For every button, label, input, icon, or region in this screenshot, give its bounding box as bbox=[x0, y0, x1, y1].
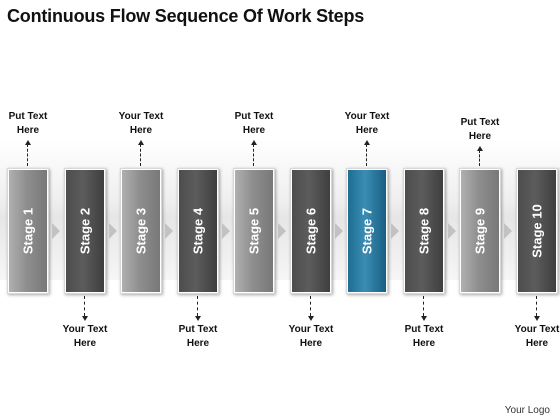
chevron-right-icon bbox=[278, 223, 286, 239]
connector-line bbox=[27, 144, 28, 166]
arrow-up-icon bbox=[25, 140, 31, 145]
arrow-up-icon bbox=[477, 146, 483, 151]
stage-label: Stage 10 bbox=[529, 204, 545, 258]
connector-line bbox=[84, 296, 85, 316]
page-title: Continuous Flow Sequence Of Work Steps bbox=[7, 6, 365, 26]
arrow-up-icon bbox=[364, 140, 370, 145]
chevron-right-icon bbox=[222, 223, 230, 239]
chevron-right-icon bbox=[52, 223, 60, 239]
arrow-down-icon bbox=[308, 316, 314, 321]
arrow-down-icon bbox=[421, 316, 427, 321]
caption-line: Here bbox=[186, 338, 210, 349]
stage-label: Stage 1 bbox=[20, 207, 36, 255]
arrow-up-icon bbox=[138, 140, 144, 145]
chevron-right-icon bbox=[165, 223, 173, 239]
stage-box-9: Stage 9 bbox=[459, 168, 501, 294]
connector-line bbox=[366, 144, 367, 166]
connector-line bbox=[310, 296, 311, 316]
connector-line bbox=[423, 296, 424, 316]
connector-line bbox=[536, 296, 537, 316]
stage-box-8: Stage 8 bbox=[403, 168, 445, 294]
stage-box-2: Stage 2 bbox=[64, 168, 106, 294]
caption-line: Here bbox=[525, 338, 549, 349]
caption-line: Here bbox=[355, 125, 379, 136]
chevron-right-icon bbox=[335, 223, 343, 239]
stage-box-1: Stage 1 bbox=[7, 168, 49, 294]
arrow-up-icon bbox=[251, 140, 257, 145]
connector-line bbox=[253, 144, 254, 166]
caption-line: Your Text bbox=[514, 324, 560, 335]
chevron-right-icon bbox=[109, 223, 117, 239]
caption-line: Put Text bbox=[404, 324, 444, 335]
caption-line: Put Text bbox=[460, 117, 500, 128]
caption-line: Your Text bbox=[118, 111, 164, 122]
caption-line: Your Text bbox=[62, 324, 108, 335]
connector-line bbox=[479, 150, 480, 166]
stage-box-7: Stage 7 bbox=[346, 168, 388, 294]
caption-line: Here bbox=[242, 125, 266, 136]
chevron-right-icon bbox=[391, 223, 399, 239]
stage-label: Stage 2 bbox=[77, 207, 93, 255]
caption-line: Here bbox=[299, 338, 323, 349]
caption-line: Put Text bbox=[178, 324, 218, 335]
caption-line: Your Text bbox=[344, 111, 390, 122]
stage-box-10: Stage 10 bbox=[516, 168, 558, 294]
caption-line: Your Text bbox=[288, 324, 334, 335]
stage-label: Stage 7 bbox=[359, 207, 375, 255]
caption-line: Here bbox=[73, 338, 97, 349]
caption-line: Put Text bbox=[234, 111, 274, 122]
arrow-down-icon bbox=[534, 316, 540, 321]
stage-label: Stage 8 bbox=[416, 207, 432, 255]
stage-label: Stage 3 bbox=[133, 207, 149, 255]
stage-label: Stage 4 bbox=[190, 207, 206, 255]
chevron-right-icon bbox=[504, 223, 512, 239]
stage-box-5: Stage 5 bbox=[233, 168, 275, 294]
stage-box-6: Stage 6 bbox=[290, 168, 332, 294]
chevron-right-icon bbox=[448, 223, 456, 239]
stage-label: Stage 5 bbox=[246, 207, 262, 255]
stage-box-4: Stage 4 bbox=[177, 168, 219, 294]
stage-label: Stage 6 bbox=[303, 207, 319, 255]
caption-line: Here bbox=[16, 125, 40, 136]
connector-line bbox=[197, 296, 198, 316]
connector-line bbox=[140, 144, 141, 166]
arrow-down-icon bbox=[195, 316, 201, 321]
arrow-down-icon bbox=[82, 316, 88, 321]
stage-label: Stage 9 bbox=[472, 207, 488, 255]
caption-line: Put Text bbox=[8, 111, 48, 122]
stage-box-3: Stage 3 bbox=[120, 168, 162, 294]
caption-line: Here bbox=[468, 131, 492, 142]
caption-line: Here bbox=[412, 338, 436, 349]
logo-text: Your Logo bbox=[504, 405, 550, 416]
caption-line: Here bbox=[129, 125, 153, 136]
